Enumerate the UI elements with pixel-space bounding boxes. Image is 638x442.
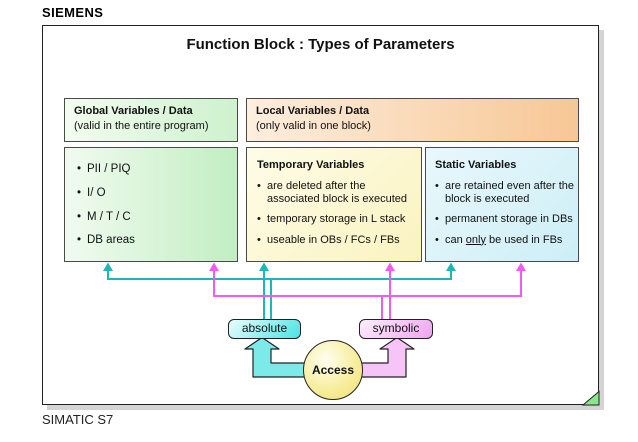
list-item: temporary storage in L stack xyxy=(257,213,416,226)
magenta-connector-lines xyxy=(213,270,522,322)
local-header-title: Local Variables / Data xyxy=(256,105,370,117)
global-variables-header: Global Variables / Data (valid in the en… xyxy=(64,98,238,142)
restricted-item-underlined: only xyxy=(465,233,486,246)
slide-title: Function Block : Types of Parameters xyxy=(186,36,455,53)
global-areas-list: PII / PIQ I/ O M / T / C DB areas xyxy=(77,163,231,248)
list-item: permanent storage in DBs xyxy=(435,213,575,226)
list-item: I/ O xyxy=(77,187,231,201)
global-header-subtitle: (valid in the entire program) xyxy=(74,120,209,132)
static-variables-box: Static Variables are retained even after… xyxy=(425,147,579,262)
list-item: DB areas xyxy=(77,234,231,248)
siemens-logo: SIEMENS xyxy=(42,5,104,20)
static-variables-title: Static Variables xyxy=(435,159,517,171)
magenta-arrowheads xyxy=(209,262,526,271)
temporary-variables-box: Temporary Variables are deleted after th… xyxy=(246,147,422,262)
restricted-item-post: be used in FBs xyxy=(485,233,563,246)
static-variables-list: are retained even after the block is exe… xyxy=(435,180,575,247)
global-areas-box: PII / PIQ I/ O M / T / C DB areas xyxy=(64,147,238,262)
footer-label: SIMATIC S7 xyxy=(42,412,114,427)
absolute-box: absolute xyxy=(228,319,301,339)
list-item: PII / PIQ xyxy=(77,163,231,177)
corner-triangle xyxy=(581,390,600,406)
list-item: are deleted after the associated block i… xyxy=(257,180,416,206)
list-item: can only be used in FBs xyxy=(435,234,575,247)
temporary-variables-list: are deleted after the associated block i… xyxy=(257,180,416,247)
local-header-subtitle: (only valid in one block) xyxy=(256,120,371,132)
list-item: M / T / C xyxy=(77,211,231,225)
list-item: are retained even after the block is exe… xyxy=(435,180,575,206)
symbolic-box: symbolic xyxy=(359,319,433,339)
teal-arrowheads xyxy=(103,262,456,271)
list-item: useable in OBs / FCs / FBs xyxy=(257,234,416,247)
access-ellipse: Access xyxy=(303,340,363,400)
temporary-variables-title: Temporary Variables xyxy=(257,159,365,171)
restricted-item-pre: can xyxy=(445,233,466,246)
global-header-title: Global Variables / Data xyxy=(74,105,193,117)
local-variables-header: Local Variables / Data (only valid in on… xyxy=(246,98,579,142)
slide-frame: Function Block : Types of Parameters Glo… xyxy=(42,25,600,406)
